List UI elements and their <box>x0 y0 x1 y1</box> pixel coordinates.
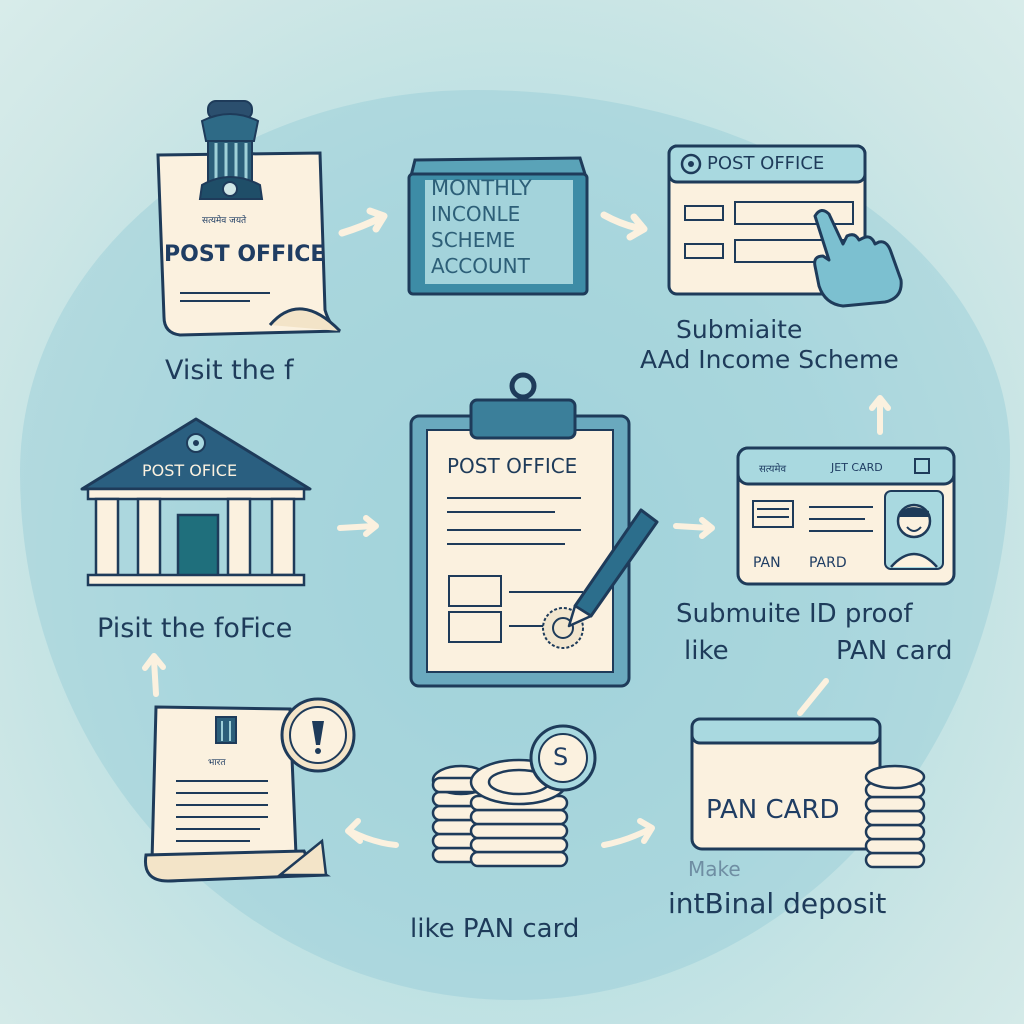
scheme-line-2: INCONLE <box>431 202 521 226</box>
caption-id-line-2-left: like <box>684 636 729 666</box>
id-card-header-left: सत्यमेव <box>759 464 786 475</box>
form-header: POST OFFICE <box>707 153 825 174</box>
caption-id-line-2-right: PAN card <box>836 636 953 666</box>
coin-icon <box>280 697 356 773</box>
document-emblem-icon <box>156 100 342 337</box>
folder-icon <box>407 156 589 296</box>
online-form-icon <box>667 144 903 308</box>
dollar-coin-icon <box>529 724 597 792</box>
step-receive-document: भारत <box>140 695 370 895</box>
pointing-hand-icon <box>813 209 903 308</box>
card-small-text: सत्यमेव जयते <box>202 216 247 226</box>
card-title: POST OFFICE <box>164 242 326 267</box>
step-visit-document: सत्यमेव जयते POST OFFICE <box>150 95 350 345</box>
pen-icon <box>567 508 659 628</box>
clipboard-form-icon <box>409 372 659 688</box>
step-open-account: MONTHLY INCONLE SCHEME ACCOUNT <box>405 150 590 300</box>
scroll-document-icon <box>143 697 356 883</box>
caption-submit-line-2: AAd Income Scheme <box>640 345 899 374</box>
step-submit-form: POST OFFICE <box>665 140 915 315</box>
step-pan-deposit: PAN CARD <box>688 715 938 875</box>
arrow-right-icon <box>600 211 648 241</box>
step-id-card: सत्यमेव JET CARD PAN PARD <box>735 445 957 587</box>
scheme-line-1: MONTHLY <box>431 176 532 200</box>
step-fill-form: POST OFFICE <box>405 370 665 690</box>
emblem-icon <box>198 100 264 200</box>
caption-id-line-1: Submuite ID proof <box>676 599 913 629</box>
id-card-header-mid: JET CARD <box>831 461 883 474</box>
step-visit-office: POST OFICE <box>78 415 313 595</box>
id-card-label-right: PARD <box>809 555 847 571</box>
coin-stack-icon <box>864 764 926 869</box>
scheme-line-4: ACCOUNT <box>431 254 530 278</box>
caption-submit-line-1: Submiaite <box>676 315 803 344</box>
pan-card-text: PAN CARD <box>706 795 840 825</box>
arrow-up-icon <box>869 395 891 435</box>
scheme-line-3: SCHEME <box>431 228 516 252</box>
id-card-label-left: PAN <box>753 555 781 571</box>
caption-visit-office: Pisit the foFice <box>97 613 293 644</box>
arrow-right-icon <box>338 207 388 237</box>
building-sign: POST OFICE <box>142 461 238 480</box>
arrow-left-icon <box>345 818 399 848</box>
arrow-up-icon <box>142 653 166 697</box>
caption-deposit-line-1: Make <box>688 857 741 881</box>
caption-visit: Visit the f <box>165 355 294 386</box>
connector-line-icon <box>797 678 829 716</box>
arrow-right-icon <box>337 515 379 537</box>
coin-symbol: S <box>553 743 569 771</box>
post-office-building-icon <box>80 417 312 587</box>
pan-card-icon <box>690 717 926 869</box>
form-title: POST OFFICE <box>447 454 578 478</box>
id-card-icon <box>736 446 956 586</box>
caption-coins: like PAN card <box>410 914 580 944</box>
caption-deposit-line-2: intBinal deposit <box>668 887 887 920</box>
step-coins: S <box>425 720 605 880</box>
coin-stack-icon <box>431 724 597 868</box>
arrow-right-icon <box>673 517 715 539</box>
doc-small-text: भारत <box>208 758 226 768</box>
arrow-right-icon <box>601 818 655 848</box>
